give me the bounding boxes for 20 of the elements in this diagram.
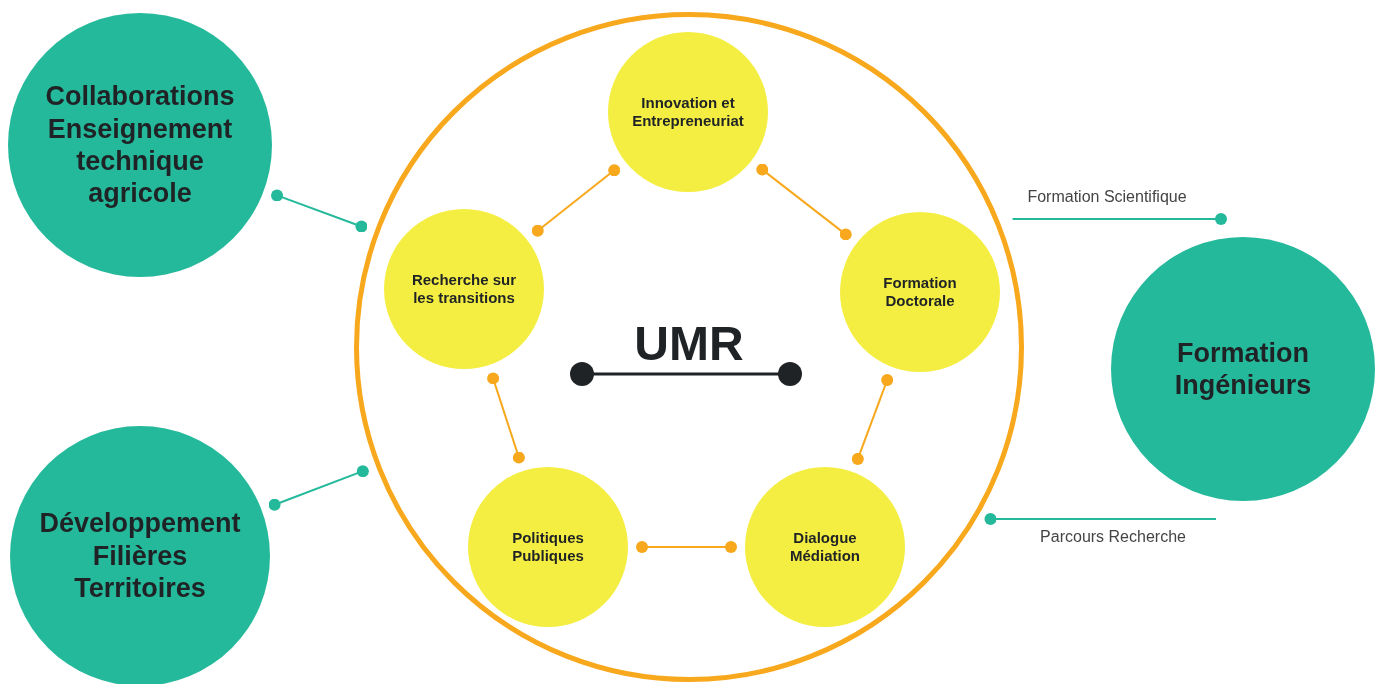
connector-line xyxy=(1011,213,1227,225)
edge-label: Formation Scientifique xyxy=(1025,188,1189,206)
connector-line xyxy=(271,189,368,233)
circle-label: Politiques Publiques xyxy=(511,529,585,565)
connector-line xyxy=(487,372,525,464)
center-title: UMR xyxy=(633,320,745,368)
circle-label: Formation Doctorale xyxy=(882,274,958,310)
circle-label: Dialogue Médiation xyxy=(789,529,861,565)
umr-circle xyxy=(354,12,1024,682)
circle-label: Recherche sur les transitions xyxy=(410,271,518,307)
circle-label: Innovation et Entrepreneuriat xyxy=(631,94,745,130)
circle-label: Formation Ingénieurs xyxy=(1173,336,1313,402)
connector-line xyxy=(851,374,894,465)
connector-line xyxy=(756,163,852,241)
circle-label: Développement Filières Territoires xyxy=(38,507,242,605)
connector-line xyxy=(531,164,621,237)
circle-label: Collaborations Enseignement technique agricole xyxy=(44,80,236,210)
connector-line xyxy=(636,541,737,553)
connector-line xyxy=(984,513,1217,525)
connector-line xyxy=(268,465,369,511)
